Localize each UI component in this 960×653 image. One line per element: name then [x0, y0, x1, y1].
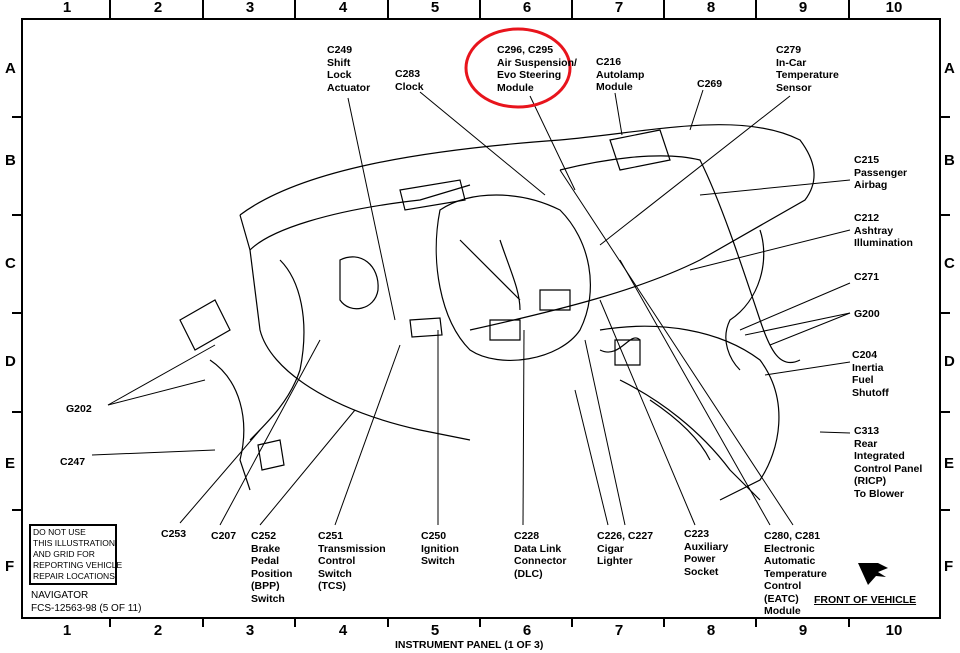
column-label: 9	[798, 0, 808, 16]
grid-ticks	[12, 0, 950, 627]
row-label: E	[5, 455, 16, 472]
row-label: A	[944, 60, 955, 77]
diagram-caption: INSTRUMENT PANEL (1 OF 3)	[395, 639, 544, 651]
column-label: 4	[338, 0, 348, 16]
column-label: 10	[885, 0, 903, 16]
column-label: 2	[153, 0, 163, 16]
row-label: F	[5, 558, 15, 575]
callout-c207: C207	[211, 530, 237, 542]
column-label: 2	[153, 622, 163, 639]
callout-g202: G202	[66, 403, 92, 415]
row-label: A	[5, 60, 16, 77]
column-label: 1	[62, 622, 72, 639]
diagram-frame	[21, 18, 941, 619]
highlight-circle	[464, 27, 572, 109]
row-label: F	[944, 558, 954, 575]
dashboard-outline	[179, 124, 815, 501]
column-label: 6	[522, 622, 532, 639]
row-label: C	[5, 255, 16, 272]
column-label: 3	[245, 0, 255, 16]
row-label: D	[944, 353, 955, 370]
column-label: 10	[885, 622, 903, 639]
column-label: 5	[430, 622, 440, 639]
column-label: 7	[614, 622, 624, 639]
leader-lines	[91, 89, 851, 526]
vehicle-name: NAVIGATOR	[31, 590, 89, 601]
column-label: 7	[614, 0, 624, 16]
column-label: 6	[522, 0, 532, 16]
front-of-vehicle-arrow-icon	[858, 563, 888, 585]
row-label: C	[944, 255, 955, 272]
column-label: 5	[430, 0, 440, 16]
row-label: B	[5, 152, 16, 169]
row-label: B	[944, 152, 955, 169]
callout-c269: C269	[697, 78, 723, 90]
column-label: 8	[706, 0, 716, 16]
callout-c271: C271	[854, 271, 880, 283]
column-label: 3	[245, 622, 255, 639]
callout-c247: C247	[60, 456, 86, 468]
row-label: D	[5, 353, 16, 370]
column-label: 4	[338, 622, 348, 639]
column-label: 8	[706, 622, 716, 639]
figure-id: FCS-12563-98 (5 OF 11)	[31, 603, 142, 614]
column-label: 9	[798, 622, 808, 639]
row-label: E	[944, 455, 955, 472]
callout-c253: C253	[161, 528, 187, 540]
column-label: 1	[62, 0, 72, 16]
callout-g200: G200	[854, 308, 880, 320]
front-of-vehicle-label: FRONT OF VEHICLE	[814, 594, 917, 606]
